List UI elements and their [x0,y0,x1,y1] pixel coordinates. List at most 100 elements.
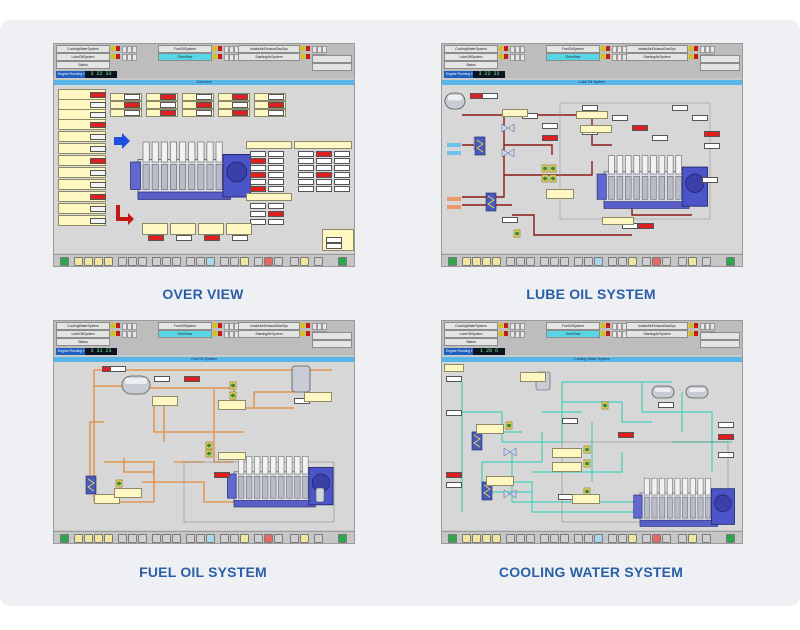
toolbar-icon[interactable] [642,257,651,266]
toolbar-icon[interactable] [652,257,661,266]
toolbar-icon[interactable] [526,534,535,543]
toolbar-icon[interactable] [516,534,525,543]
nav-button[interactable]: CoolingWaterSystem [56,45,110,53]
toolbar-icon[interactable] [196,257,205,266]
toolbar-icon[interactable] [506,534,515,543]
toolbar-icon[interactable] [482,534,491,543]
play-icon[interactable] [448,257,457,266]
play-icon[interactable] [60,257,69,266]
toolbar-icon[interactable] [526,257,535,266]
nav-button[interactable]: StartingAirSystem [626,330,688,338]
toolbar-icon[interactable] [264,257,273,266]
toolbar-icon[interactable] [74,257,83,266]
toolbar-icon[interactable] [662,534,671,543]
nav-button[interactable]: OverView [546,330,600,338]
toolbar-icon[interactable] [702,534,711,543]
nav-button[interactable]: FuelOilSystem [546,45,600,53]
toolbar-icon[interactable] [230,534,239,543]
nav-button[interactable]: StartingAirSystem [238,330,300,338]
toolbar-icon[interactable] [618,257,627,266]
nav-button[interactable]: Status [56,338,110,346]
acknowledge-button[interactable] [312,63,352,71]
nav-button[interactable]: FuelOilSystem [158,322,212,330]
toolbar-icon[interactable] [172,257,181,266]
nav-button[interactable]: FuelOilSystem [158,45,212,53]
nav-button[interactable]: OverView [158,53,212,61]
toolbar-icon[interactable] [162,534,171,543]
play-icon[interactable] [448,534,457,543]
toolbar-icon[interactable] [550,257,559,266]
nav-button[interactable]: CoolingWaterSystem [444,45,498,53]
toolbar-icon[interactable] [94,257,103,266]
toolbar-icon[interactable] [492,534,501,543]
silence-button[interactable] [700,55,740,63]
acknowledge-button[interactable] [700,63,740,71]
toolbar-icon[interactable] [230,257,239,266]
toolbar-icon[interactable] [186,534,195,543]
nav-button[interactable]: LubeOilSystem [56,53,110,61]
silence-button[interactable] [700,332,740,340]
toolbar-icon[interactable] [206,534,215,543]
toolbar-icon[interactable] [584,534,593,543]
toolbar-icon[interactable] [472,534,481,543]
toolbar-icon[interactable] [118,257,127,266]
nav-button[interactable]: StartingAirSystem [626,53,688,61]
nav-button[interactable]: StartingAirSystem [238,53,300,61]
toolbar-icon[interactable] [118,534,127,543]
toolbar-icon[interactable] [574,257,583,266]
toolbar-icon[interactable] [300,257,309,266]
toolbar-icon[interactable] [162,257,171,266]
toolbar-icon[interactable] [560,534,569,543]
toolbar-icon[interactable] [678,534,687,543]
toolbar-icon[interactable] [94,534,103,543]
toolbar-icon[interactable] [540,534,549,543]
nav-button[interactable]: Status [444,61,498,69]
toolbar-icon[interactable] [254,534,263,543]
nav-button[interactable]: IntakeAirExhaustGasSys [626,45,688,53]
nav-button[interactable]: LubeOilSystem [444,330,498,338]
toolbar-icon[interactable] [506,257,515,266]
nav-button[interactable]: IntakeAirExhaustGasSys [626,322,688,330]
toolbar-icon[interactable] [608,257,617,266]
toolbar-icon[interactable] [594,534,603,543]
toolbar-icon[interactable] [652,534,661,543]
nav-button[interactable]: OverView [546,53,600,61]
nav-button[interactable]: CoolingWaterSystem [444,322,498,330]
toolbar-icon[interactable] [290,257,299,266]
toolbar-icon[interactable] [492,257,501,266]
toolbar-icon[interactable] [206,257,215,266]
toolbar-icon[interactable] [290,534,299,543]
toolbar-icon[interactable] [662,257,671,266]
toolbar-icon[interactable] [84,534,93,543]
play-icon[interactable] [60,534,69,543]
toolbar-icon[interactable] [618,534,627,543]
toolbar-icon[interactable] [254,257,263,266]
nav-button[interactable]: LubeOilSystem [444,53,498,61]
toolbar-icon[interactable] [678,257,687,266]
toolbar-icon[interactable] [128,534,137,543]
toolbar-icon[interactable] [74,534,83,543]
toolbar-icon[interactable] [274,257,283,266]
toolbar-icon[interactable] [584,257,593,266]
toolbar-icon[interactable] [726,534,735,543]
toolbar-icon[interactable] [138,534,147,543]
toolbar-icon[interactable] [594,257,603,266]
toolbar-icon[interactable] [300,534,309,543]
nav-button[interactable]: OverView [158,330,212,338]
toolbar-icon[interactable] [186,257,195,266]
toolbar-icon[interactable] [138,257,147,266]
toolbar-icon[interactable] [462,257,471,266]
toolbar-icon[interactable] [220,257,229,266]
toolbar-icon[interactable] [264,534,273,543]
toolbar-icon[interactable] [702,257,711,266]
toolbar-icon[interactable] [172,534,181,543]
toolbar-icon[interactable] [338,534,347,543]
toolbar-icon[interactable] [314,257,323,266]
toolbar-icon[interactable] [104,257,113,266]
toolbar-icon[interactable] [482,257,491,266]
toolbar-icon[interactable] [560,257,569,266]
toolbar-icon[interactable] [104,534,113,543]
nav-button[interactable]: LubeOilSystem [56,330,110,338]
toolbar-icon[interactable] [240,534,249,543]
nav-button[interactable]: Status [444,338,498,346]
